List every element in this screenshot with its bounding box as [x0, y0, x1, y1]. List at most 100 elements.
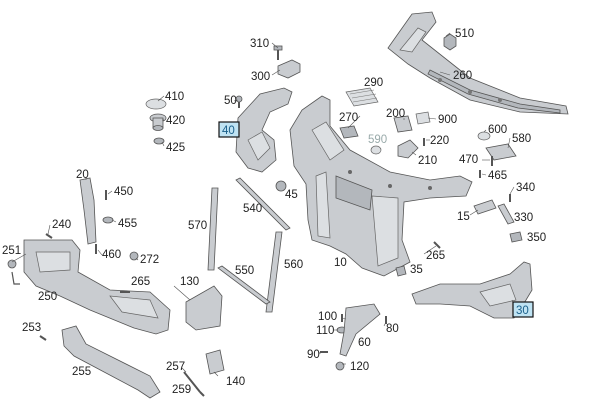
callout-80: 80	[386, 323, 399, 335]
callout-250: 250	[38, 291, 57, 303]
part-200-sensor	[393, 115, 413, 133]
part-420-bumper	[149, 113, 167, 131]
callout-560: 560	[284, 259, 303, 271]
callout-330: 330	[514, 212, 533, 224]
part-40-bracket	[235, 87, 293, 173]
callout-110: 110	[316, 325, 334, 337]
part-253-screw	[39, 335, 47, 341]
callout-240: 240	[52, 219, 71, 231]
callout-272: 272	[140, 254, 159, 266]
callout-550: 550	[235, 265, 254, 277]
callout-455: 455	[118, 218, 137, 230]
callout-260: 260	[453, 70, 472, 82]
callout-45: 45	[285, 189, 298, 201]
callout-220: 220	[430, 135, 449, 147]
part-30-bracket	[411, 261, 533, 319]
callout-40[interactable]: 40	[222, 125, 235, 137]
part-10-front-carrier	[289, 95, 473, 277]
part-350-clip	[509, 231, 523, 243]
callout-50: 50	[224, 95, 237, 107]
part-50-screw	[235, 95, 243, 108]
part-15-bracket	[473, 199, 497, 215]
part-510-clip	[443, 33, 457, 51]
part-410-cap	[145, 98, 167, 110]
part-260-upper-bracket	[387, 11, 569, 115]
callout-257: 257	[166, 361, 185, 373]
callout-90: 90	[307, 349, 320, 361]
part-560-seal	[265, 231, 283, 313]
part-250-crossmember	[23, 239, 171, 335]
callout-310: 310	[250, 38, 269, 50]
part-900-clip	[415, 111, 431, 125]
callout-470: 470	[459, 154, 478, 166]
callout-10: 10	[334, 257, 347, 269]
callout-580: 580	[512, 133, 531, 145]
part-300-bracket	[277, 59, 301, 79]
part-580-bracket	[485, 143, 517, 161]
callout-15: 15	[457, 211, 470, 223]
callout-600: 600	[488, 124, 507, 136]
callout-900: 900	[438, 114, 457, 126]
part-255-strut	[61, 325, 161, 399]
part-265-right-screw	[433, 241, 441, 249]
callout-255: 255	[72, 366, 91, 378]
part-130-bracket	[185, 285, 223, 331]
callout-30-highlight[interactable]: 30	[512, 301, 534, 318]
part-45-grommet	[275, 180, 287, 192]
callout-350: 350	[527, 232, 546, 244]
part-210-bracket	[397, 139, 419, 159]
callout-100: 100	[318, 311, 337, 323]
callout-340: 340	[516, 182, 535, 194]
callout-35: 35	[410, 264, 423, 276]
callout-510: 510	[455, 28, 474, 40]
part-20-rod	[79, 177, 97, 245]
callout-200: 200	[386, 108, 405, 120]
callout-265-right: 265	[426, 250, 445, 262]
part-35-clip	[395, 265, 407, 277]
callout-265-left: 265	[131, 276, 150, 288]
part-290-grille	[345, 87, 379, 107]
callout-60: 60	[358, 337, 371, 349]
callout-253: 253	[22, 322, 41, 334]
part-240-screw	[45, 233, 53, 239]
part-550-seal	[217, 265, 271, 305]
callout-130: 130	[180, 276, 199, 288]
callout-40-highlight[interactable]: 40	[218, 121, 240, 138]
callout-465: 465	[488, 170, 507, 182]
part-425-nut	[153, 137, 165, 145]
part-455-clip	[102, 216, 114, 224]
part-251-grommet	[7, 259, 20, 285]
callout-425: 425	[166, 142, 185, 154]
callout-20: 20	[76, 169, 89, 181]
callout-290: 290	[364, 77, 383, 89]
part-570-seal	[207, 187, 219, 271]
callout-140: 140	[226, 376, 245, 388]
callout-590: 590	[368, 134, 387, 146]
part-270-clip	[339, 125, 359, 139]
leader-lines	[11, 32, 517, 393]
callout-259: 259	[172, 384, 191, 396]
callout-570: 570	[188, 220, 207, 232]
part-540-seal	[235, 177, 291, 231]
part-257-rod	[183, 371, 201, 393]
callout-120: 120	[350, 361, 369, 373]
part-590-ring	[370, 145, 382, 155]
part-310-bolt	[273, 45, 283, 60]
callout-30[interactable]: 30	[516, 305, 529, 317]
callout-210: 210	[418, 155, 437, 167]
part-120-nut	[335, 361, 345, 371]
callout-300: 300	[251, 71, 270, 83]
part-259-screw	[199, 391, 205, 397]
callout-410: 410	[165, 91, 184, 103]
part-drawings	[7, 11, 569, 399]
callout-460: 460	[102, 249, 121, 261]
part-140-bracket	[205, 349, 225, 375]
part-330-strut	[497, 203, 515, 225]
callout-420: 420	[166, 115, 185, 127]
callout-251: 251	[2, 245, 21, 257]
callout-270: 270	[339, 112, 358, 124]
callout-450: 450	[114, 186, 133, 198]
callout-540: 540	[243, 203, 262, 215]
callout-labels: 310 300 290 510 260 410 420 425 50 40 27…	[2, 28, 546, 396]
